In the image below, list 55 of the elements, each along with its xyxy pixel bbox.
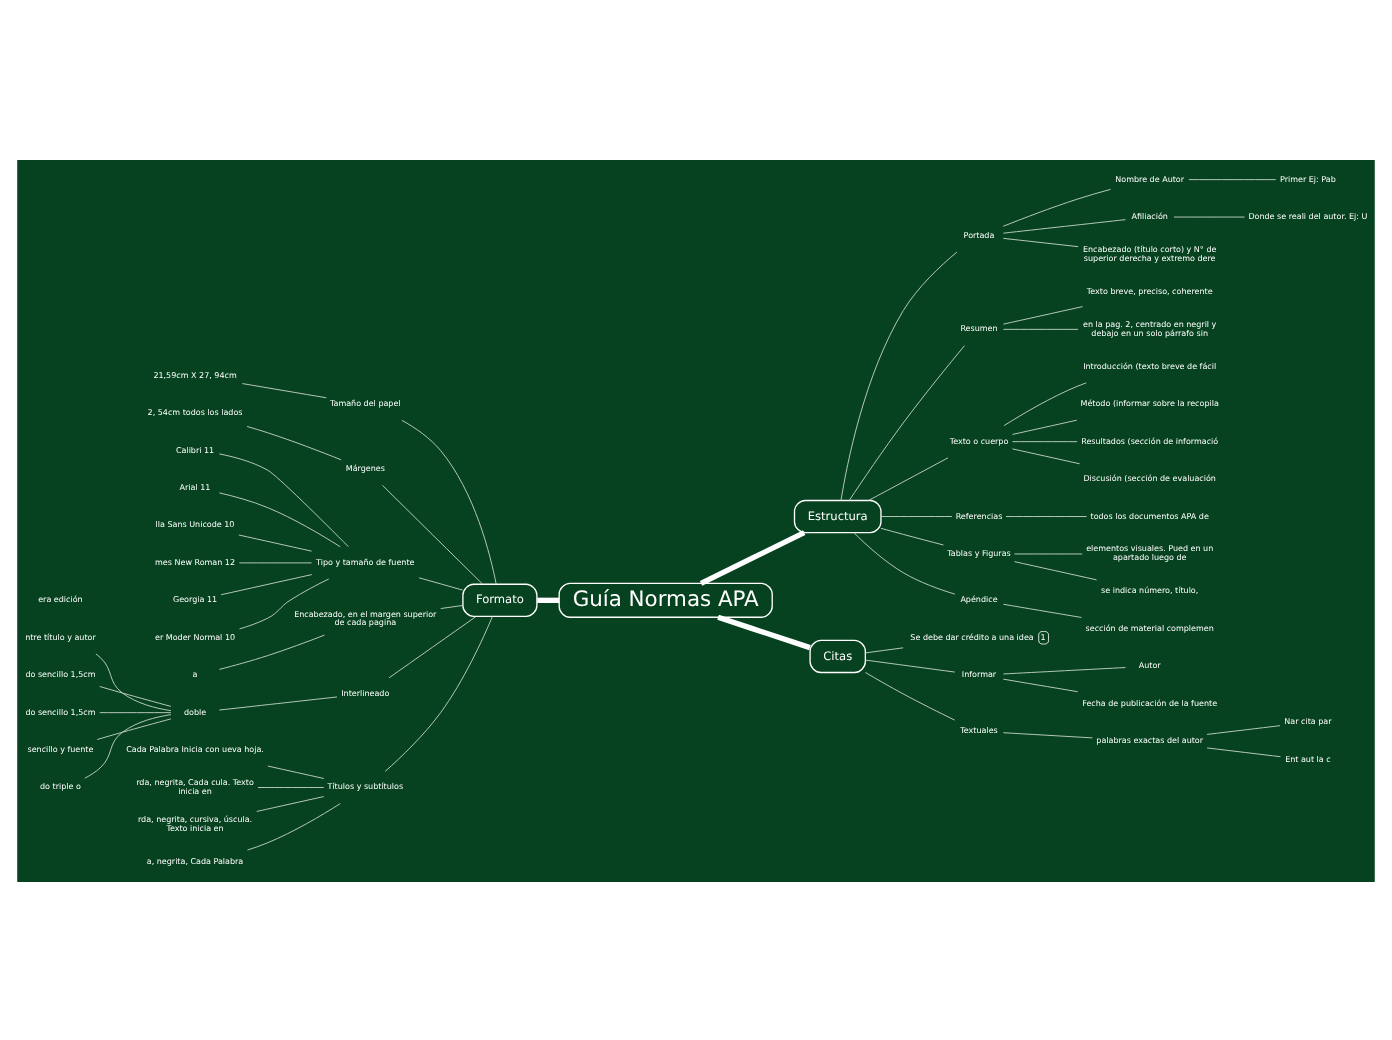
connector	[257, 786, 325, 787]
connector	[699, 529, 806, 585]
connector	[218, 452, 349, 547]
connector	[95, 652, 172, 711]
connector	[1005, 515, 1088, 516]
connector	[848, 344, 965, 500]
connector	[238, 533, 313, 551]
connector	[1002, 666, 1126, 674]
connector	[99, 711, 172, 713]
connector	[1206, 746, 1281, 757]
connector	[1002, 327, 1079, 329]
connector	[1014, 560, 1098, 580]
connector	[1002, 236, 1079, 247]
connector	[1188, 178, 1277, 180]
connector	[218, 695, 338, 710]
connector	[418, 576, 464, 590]
connector	[1002, 305, 1083, 324]
connector	[1012, 447, 1081, 464]
connector	[880, 515, 953, 516]
connector	[440, 604, 464, 608]
connector	[1002, 218, 1126, 233]
connector	[1002, 731, 1093, 738]
connector	[382, 483, 484, 584]
connector	[267, 764, 325, 778]
connector	[401, 418, 497, 584]
connector	[388, 615, 477, 678]
connector	[246, 425, 342, 460]
connector	[717, 613, 811, 650]
connector	[865, 671, 956, 720]
connector	[1012, 418, 1078, 434]
connector	[853, 531, 956, 594]
connector	[1206, 724, 1281, 734]
node-box: Guía Normas APA	[558, 581, 773, 617]
connector	[840, 250, 958, 500]
connector	[242, 382, 327, 398]
connector	[868, 456, 949, 500]
connector	[537, 596, 560, 602]
connector	[256, 795, 325, 811]
connector	[96, 717, 172, 739]
connector	[865, 658, 956, 672]
connector	[247, 802, 341, 850]
connector	[218, 633, 325, 669]
connector	[218, 491, 341, 547]
connector	[1002, 602, 1082, 617]
connector	[1003, 381, 1087, 425]
connector	[220, 573, 313, 595]
connector	[384, 615, 493, 771]
connector	[865, 646, 904, 653]
connector	[239, 577, 330, 629]
connector	[1002, 187, 1112, 226]
connector	[880, 526, 944, 545]
connector	[1012, 440, 1078, 442]
connector	[84, 713, 172, 778]
connector	[99, 685, 172, 706]
connector	[1002, 677, 1079, 692]
